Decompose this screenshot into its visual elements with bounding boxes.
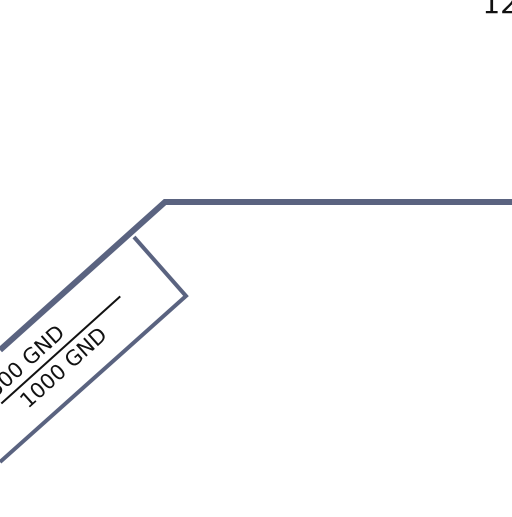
altitude-box-frame (0, 235, 189, 464)
map-corner-label: 12 (482, 0, 512, 20)
altitude-divider-line (0, 295, 121, 405)
airspace-boundary-line (0, 199, 512, 353)
